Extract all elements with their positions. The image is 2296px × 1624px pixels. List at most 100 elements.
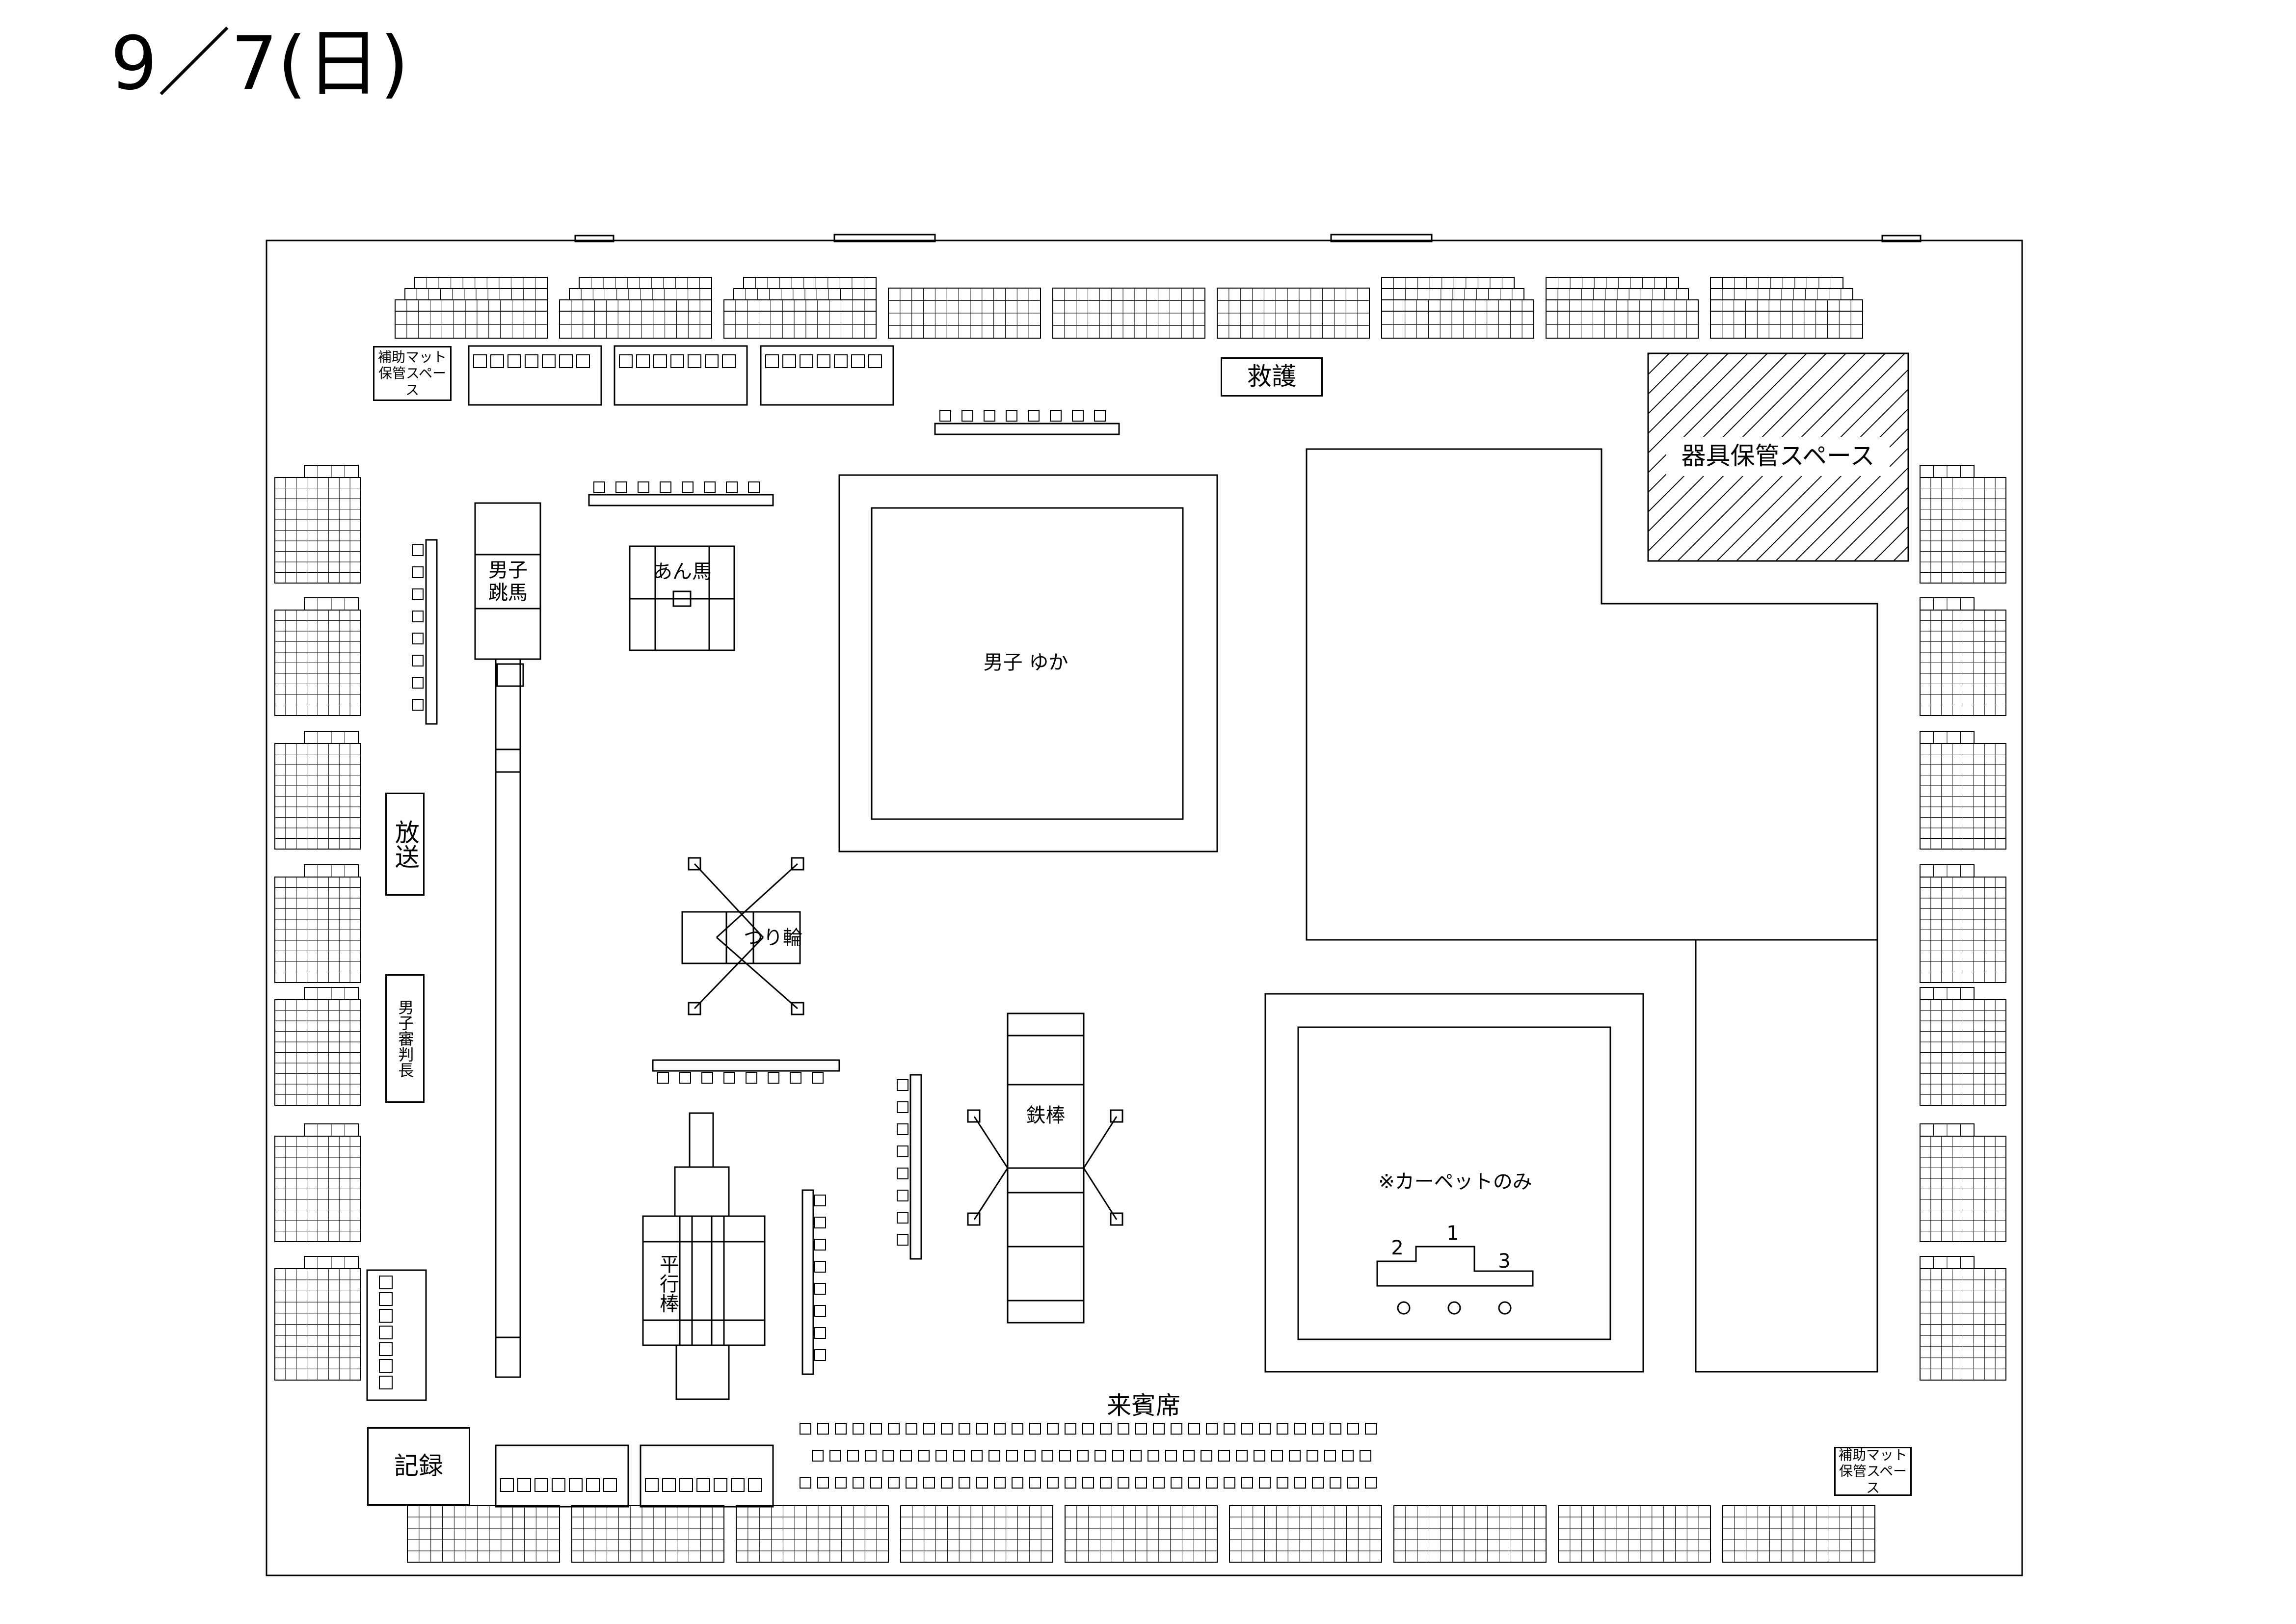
seat-block-left-lines (275, 610, 361, 716)
podium-third-label: 3 (1498, 1250, 1511, 1273)
judge-chair (1006, 410, 1017, 422)
judge-chair (814, 1195, 826, 1206)
vault-runway (495, 658, 521, 1378)
seat-block-bottom (1229, 1505, 1382, 1563)
high-bar-cable (973, 1116, 1009, 1169)
guest-chair (1006, 1450, 1018, 1462)
rings-cable (694, 936, 764, 1010)
chair (534, 1478, 548, 1492)
seat-block-left-top (304, 731, 359, 744)
guest-chair (882, 1450, 894, 1462)
seat-row-lines (755, 277, 864, 289)
seat-block-bottom (1722, 1505, 1875, 1563)
guest-chair (976, 1423, 988, 1435)
seat-block-bottom (1393, 1505, 1547, 1563)
seat-row-lines (1722, 300, 1851, 311)
seat-block-bottom (571, 1505, 724, 1563)
seat-row-lines (581, 289, 700, 300)
rings-anchor (688, 1002, 701, 1015)
rings-label: つり輪 (744, 926, 802, 949)
seat-row (1546, 277, 1679, 289)
chair (586, 1478, 600, 1492)
seat-block-top-lines (1546, 311, 1698, 338)
seat-block-left (274, 877, 361, 983)
chair (800, 354, 813, 368)
guest-chair (1118, 1477, 1129, 1489)
chair (834, 354, 848, 368)
guest-chair (1347, 1423, 1359, 1435)
seat-row (743, 277, 877, 289)
seat-row-lines (735, 300, 865, 311)
hatch-line (1834, 486, 1908, 561)
guest-chair (941, 1477, 953, 1489)
guest-chair (1118, 1423, 1129, 1435)
guest-chair (1148, 1450, 1159, 1462)
door-top-1 (574, 235, 614, 242)
seat-block-left-top-lines (318, 865, 345, 877)
seat-block-right-lines (1920, 1269, 2006, 1380)
seat-row-lines (1722, 289, 1842, 300)
guest-chair (1059, 1450, 1071, 1462)
seat-block-right-top (1920, 864, 1975, 878)
seat-block-right-top-lines (1933, 598, 1961, 610)
seat-block-top-lines (888, 288, 1041, 338)
seat-block-bottom (1065, 1505, 1218, 1563)
seat-block-right-top (1920, 1256, 1975, 1269)
seat-block-bottom-frame (1558, 1505, 1711, 1563)
seat-block-left-top (304, 987, 359, 1000)
seat-block-top (723, 311, 877, 339)
guest-chair (1330, 1423, 1341, 1435)
judge-chair (1050, 410, 1062, 422)
seat-block-right-top-lines (1933, 1256, 1961, 1269)
guest-chair (923, 1477, 935, 1489)
seat-block-right (1920, 877, 2006, 983)
guest-chair (935, 1450, 947, 1462)
official-table (614, 345, 748, 406)
guest-chair (835, 1477, 847, 1489)
judge-chair (704, 481, 716, 493)
guest-chair (1294, 1477, 1306, 1489)
chair (714, 1478, 727, 1492)
seat-block-bottom-lines (901, 1506, 1053, 1562)
judge-chair (814, 1239, 826, 1251)
chair (705, 354, 719, 368)
floor-inner-2 (1297, 1026, 1611, 1340)
mens-floor-inner (871, 507, 1184, 820)
equipment-storage-label: 器具保管スペース (1666, 437, 1890, 476)
pbar-mat-bottom (675, 1344, 730, 1400)
judge-chair (814, 1305, 826, 1317)
seat-block-bottom-frame (1393, 1505, 1547, 1563)
guest-chair (1047, 1423, 1059, 1435)
guest-chair (1206, 1423, 1218, 1435)
guest-chair (1029, 1477, 1041, 1489)
chair (748, 1478, 762, 1492)
seat-block-top (1217, 288, 1370, 339)
equipment-storage-area (1647, 352, 1909, 562)
carpet-only-label: ※カーペットのみ (1378, 1170, 1532, 1193)
guest-chair (1241, 1477, 1253, 1489)
seat-row-lines (591, 277, 700, 289)
judge-chair (1072, 410, 1084, 422)
guest-chair (1360, 1450, 1371, 1462)
chair (507, 354, 521, 368)
chair (576, 354, 590, 368)
guest-chair (1082, 1477, 1094, 1489)
seat-row-frame (1710, 299, 1863, 312)
hatch-line (1648, 353, 1650, 356)
seat-block-right (1920, 1136, 2006, 1242)
guest-chair (1289, 1450, 1301, 1462)
guest-chair (800, 1477, 811, 1489)
judge-chair (682, 481, 694, 493)
guest-chair (1082, 1423, 1094, 1435)
guest-chair (853, 1477, 864, 1489)
seat-row-frame (579, 277, 712, 289)
seat-block-left-top-lines (318, 1124, 345, 1136)
seat-block-left (274, 477, 361, 584)
seat-row (1546, 299, 1699, 312)
seat-block-right-top-lines (1933, 865, 1961, 877)
bench-vault (425, 539, 438, 725)
seat-block-right-top (1920, 731, 1975, 744)
seat-block-left-lines (275, 1000, 361, 1105)
chair (517, 1478, 531, 1492)
